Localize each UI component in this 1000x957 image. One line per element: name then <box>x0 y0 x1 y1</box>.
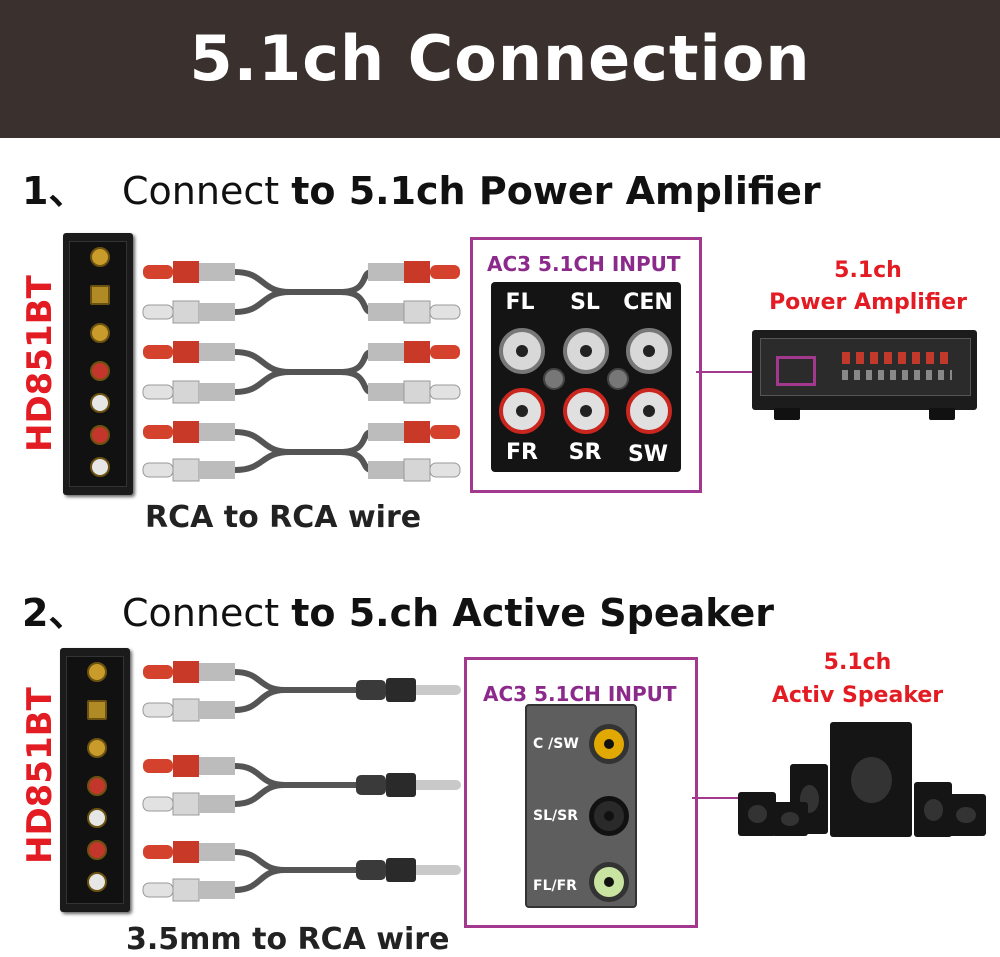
section2-heading-pre: Connect <box>122 591 280 635</box>
rca-plug-red <box>143 841 235 863</box>
title-banner: 5.1ch Connection <box>0 0 1000 138</box>
jack-cen <box>626 328 672 374</box>
rca-out-port <box>87 840 107 860</box>
rca-out-port <box>87 776 107 796</box>
page-title: 5.1ch Connection <box>189 22 811 95</box>
mini-jack-plug <box>356 773 461 797</box>
power-amplifier-image <box>752 330 977 420</box>
section2-panel-title: AC3 5.1CH INPUT <box>483 682 677 706</box>
section2-wire-caption: 3.5mm to RCA wire <box>126 922 450 957</box>
hdmi-port <box>90 247 110 267</box>
mini-jack-plug <box>356 678 461 702</box>
rca-plug-white <box>368 300 461 324</box>
section2-number: 2、 <box>22 591 87 635</box>
rca-plug-white <box>142 458 235 482</box>
jack-label-slsr: SL/SR <box>533 808 578 824</box>
jack-flfr <box>589 862 629 902</box>
section1-device-label-line1: 5.1ch <box>834 258 902 283</box>
jack-csw <box>589 724 629 764</box>
cable-pair-1 <box>234 269 373 315</box>
hdmi-port <box>87 662 107 682</box>
jack-label-fl: FL <box>505 290 535 315</box>
rca-plug-white <box>142 380 235 404</box>
jack-label-sl: SL <box>570 290 600 315</box>
cable-group-1 <box>234 669 360 713</box>
jack-label-csw: C /SW <box>533 736 579 752</box>
speaker <box>946 794 986 836</box>
hd851bt-device-2 <box>60 648 130 912</box>
usb-port <box>90 285 110 305</box>
optical-port <box>90 323 110 343</box>
cable-pair-3 <box>234 429 373 473</box>
jack-fr <box>499 388 545 434</box>
screw-icon <box>543 368 565 390</box>
speaker <box>914 782 952 837</box>
subwoofer <box>830 722 912 837</box>
rca-plug-white <box>368 458 461 482</box>
speaker <box>738 792 776 836</box>
rca-out-port <box>90 393 110 413</box>
active-speaker-image <box>738 722 988 842</box>
jack-label-fr: FR <box>506 440 538 465</box>
rca-plug-white <box>142 792 235 816</box>
section1-heading: 1、 Connect to 5.1ch Power Amplifier <box>22 160 821 215</box>
panel-connector-line <box>696 371 778 373</box>
section2-device-label-line2: Activ Speaker <box>771 683 944 708</box>
rca-out-port <box>90 361 110 381</box>
amp-input-highlight <box>776 356 816 386</box>
jack-fl <box>499 328 545 374</box>
rca-plug-red <box>143 421 235 443</box>
rca-out-port <box>90 425 110 445</box>
jack-label-cen: CEN <box>623 290 673 315</box>
jack-sw <box>626 388 672 434</box>
section1-input-panel: AC3 5.1CH INPUT FL SL CEN FR SR SW <box>470 237 702 493</box>
rca-plug-red <box>143 261 235 283</box>
rca-plug-white <box>368 380 461 404</box>
section2-heading-main: to 5.ch Active Speaker <box>291 591 775 635</box>
rca-plug-red <box>368 341 460 363</box>
cable-group-2 <box>234 763 360 807</box>
rca-plug-red <box>368 261 460 283</box>
rca-plug-white <box>142 300 235 324</box>
section2-device-label-line1: 5.1ch <box>823 650 892 675</box>
section1-heading-main: to 5.1ch Power Amplifier <box>291 169 821 213</box>
optical-port <box>87 738 107 758</box>
mini-jack-plug <box>356 858 461 882</box>
jack-label-sr: SR <box>568 440 602 465</box>
cable-pair-2 <box>234 349 373 395</box>
rca-plug-white <box>142 878 235 902</box>
section2-heading: 2、 Connect to 5.ch Active Speaker <box>22 582 774 637</box>
jack-label-flfr: FL/FR <box>533 878 577 894</box>
section1-wire-caption: RCA to RCA wire <box>145 500 422 535</box>
speaker <box>772 802 808 836</box>
panel-connector-line <box>692 797 740 799</box>
jack-sl <box>563 328 609 374</box>
section1-heading-pre: Connect <box>122 169 280 213</box>
section1-device-label-line2: Power Amplifier <box>769 290 967 315</box>
rca-plug-red <box>143 661 235 683</box>
section1-number: 1、 <box>22 169 87 213</box>
cable-group-3 <box>234 849 360 893</box>
hd851bt-device-1 <box>63 233 133 495</box>
rca-out-port <box>87 872 107 892</box>
section1-panel-title: AC3 5.1CH INPUT <box>487 252 681 276</box>
jack-sr <box>563 388 609 434</box>
jack-slsr <box>589 796 629 836</box>
mini-jack-panel: C /SW SL/SR FL/FR <box>525 704 637 908</box>
section2-input-panel: AC3 5.1CH INPUT C /SW SL/SR FL/FR <box>464 657 698 928</box>
rca-plug-white <box>142 698 235 722</box>
rca-jack-panel: FL SL CEN FR SR SW <box>491 282 681 472</box>
rca-plug-red <box>143 755 235 777</box>
rca-out-port <box>87 808 107 828</box>
screw-icon <box>607 368 629 390</box>
rca-plug-red <box>368 421 460 443</box>
rca-plug-red <box>143 341 235 363</box>
rca-out-port <box>90 457 110 477</box>
jack-label-sw: SW <box>627 442 669 467</box>
usb-port <box>87 700 107 720</box>
section2-model-label: HD851BT <box>20 687 60 864</box>
